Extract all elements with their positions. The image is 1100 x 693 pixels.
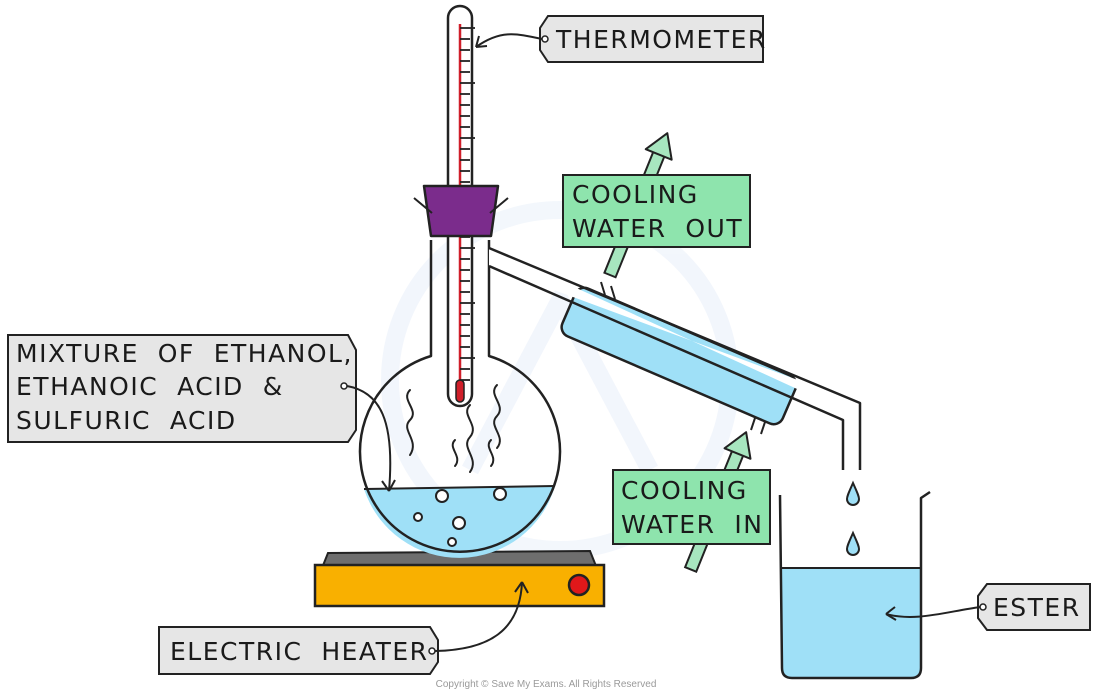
ester-drop — [845, 530, 861, 556]
rubber-stopper — [422, 184, 500, 238]
electric-heater — [313, 549, 606, 608]
heater-label-text: ELECTRIC HEATER — [170, 637, 429, 666]
cooling-in-line-2: WATER IN — [621, 510, 763, 539]
thermometer-bulb — [455, 379, 465, 403]
cooling-in-line-1: COOLING — [621, 476, 748, 505]
heater-knob — [567, 573, 591, 597]
delivery-tube-outer — [488, 246, 862, 470]
thermometer-label-text: THERMOMETER — [555, 25, 767, 54]
ester-label-text: ESTER — [993, 593, 1081, 622]
mixture-line-1: MIXTURE OF ETHANOL, — [16, 339, 353, 368]
label-electric-heater: ELECTRIC HEATER — [158, 581, 529, 675]
cooling-out-line-2: WATER OUT — [572, 214, 743, 243]
cooling-out-line-1: COOLING — [572, 180, 699, 209]
ester-drop — [845, 480, 861, 506]
mixture-line-3: SULFURIC ACID — [16, 406, 237, 435]
bubbles — [413, 487, 507, 547]
heater-body — [313, 563, 606, 608]
beaker — [778, 480, 931, 680]
copyright-notice: Copyright © Save My Exams. All Rights Re… — [436, 679, 657, 690]
label-mixture: MIXTURE OF ETHANOL, ETHANOIC ACID & SULF… — [7, 334, 396, 492]
ester-liquid — [782, 568, 921, 678]
inlet-nozzle — [750, 417, 766, 435]
label-cooling-water-out: COOLING WATER OUT — [562, 174, 751, 248]
round-bottom-flask — [358, 240, 562, 558]
condenser — [488, 246, 862, 470]
mixture-line-2: ETHANOIC ACID & — [16, 372, 284, 401]
outlet-nozzle — [600, 281, 616, 300]
beaker-outline — [778, 490, 931, 680]
label-cooling-water-in: COOLING WATER IN — [612, 469, 771, 545]
delivery-tube-inner — [488, 264, 845, 470]
flask-outline — [358, 240, 562, 553]
label-thermometer: THERMOMETER — [475, 15, 767, 63]
vapour-lines — [406, 384, 501, 473]
label-ester: ESTER — [885, 583, 1091, 631]
